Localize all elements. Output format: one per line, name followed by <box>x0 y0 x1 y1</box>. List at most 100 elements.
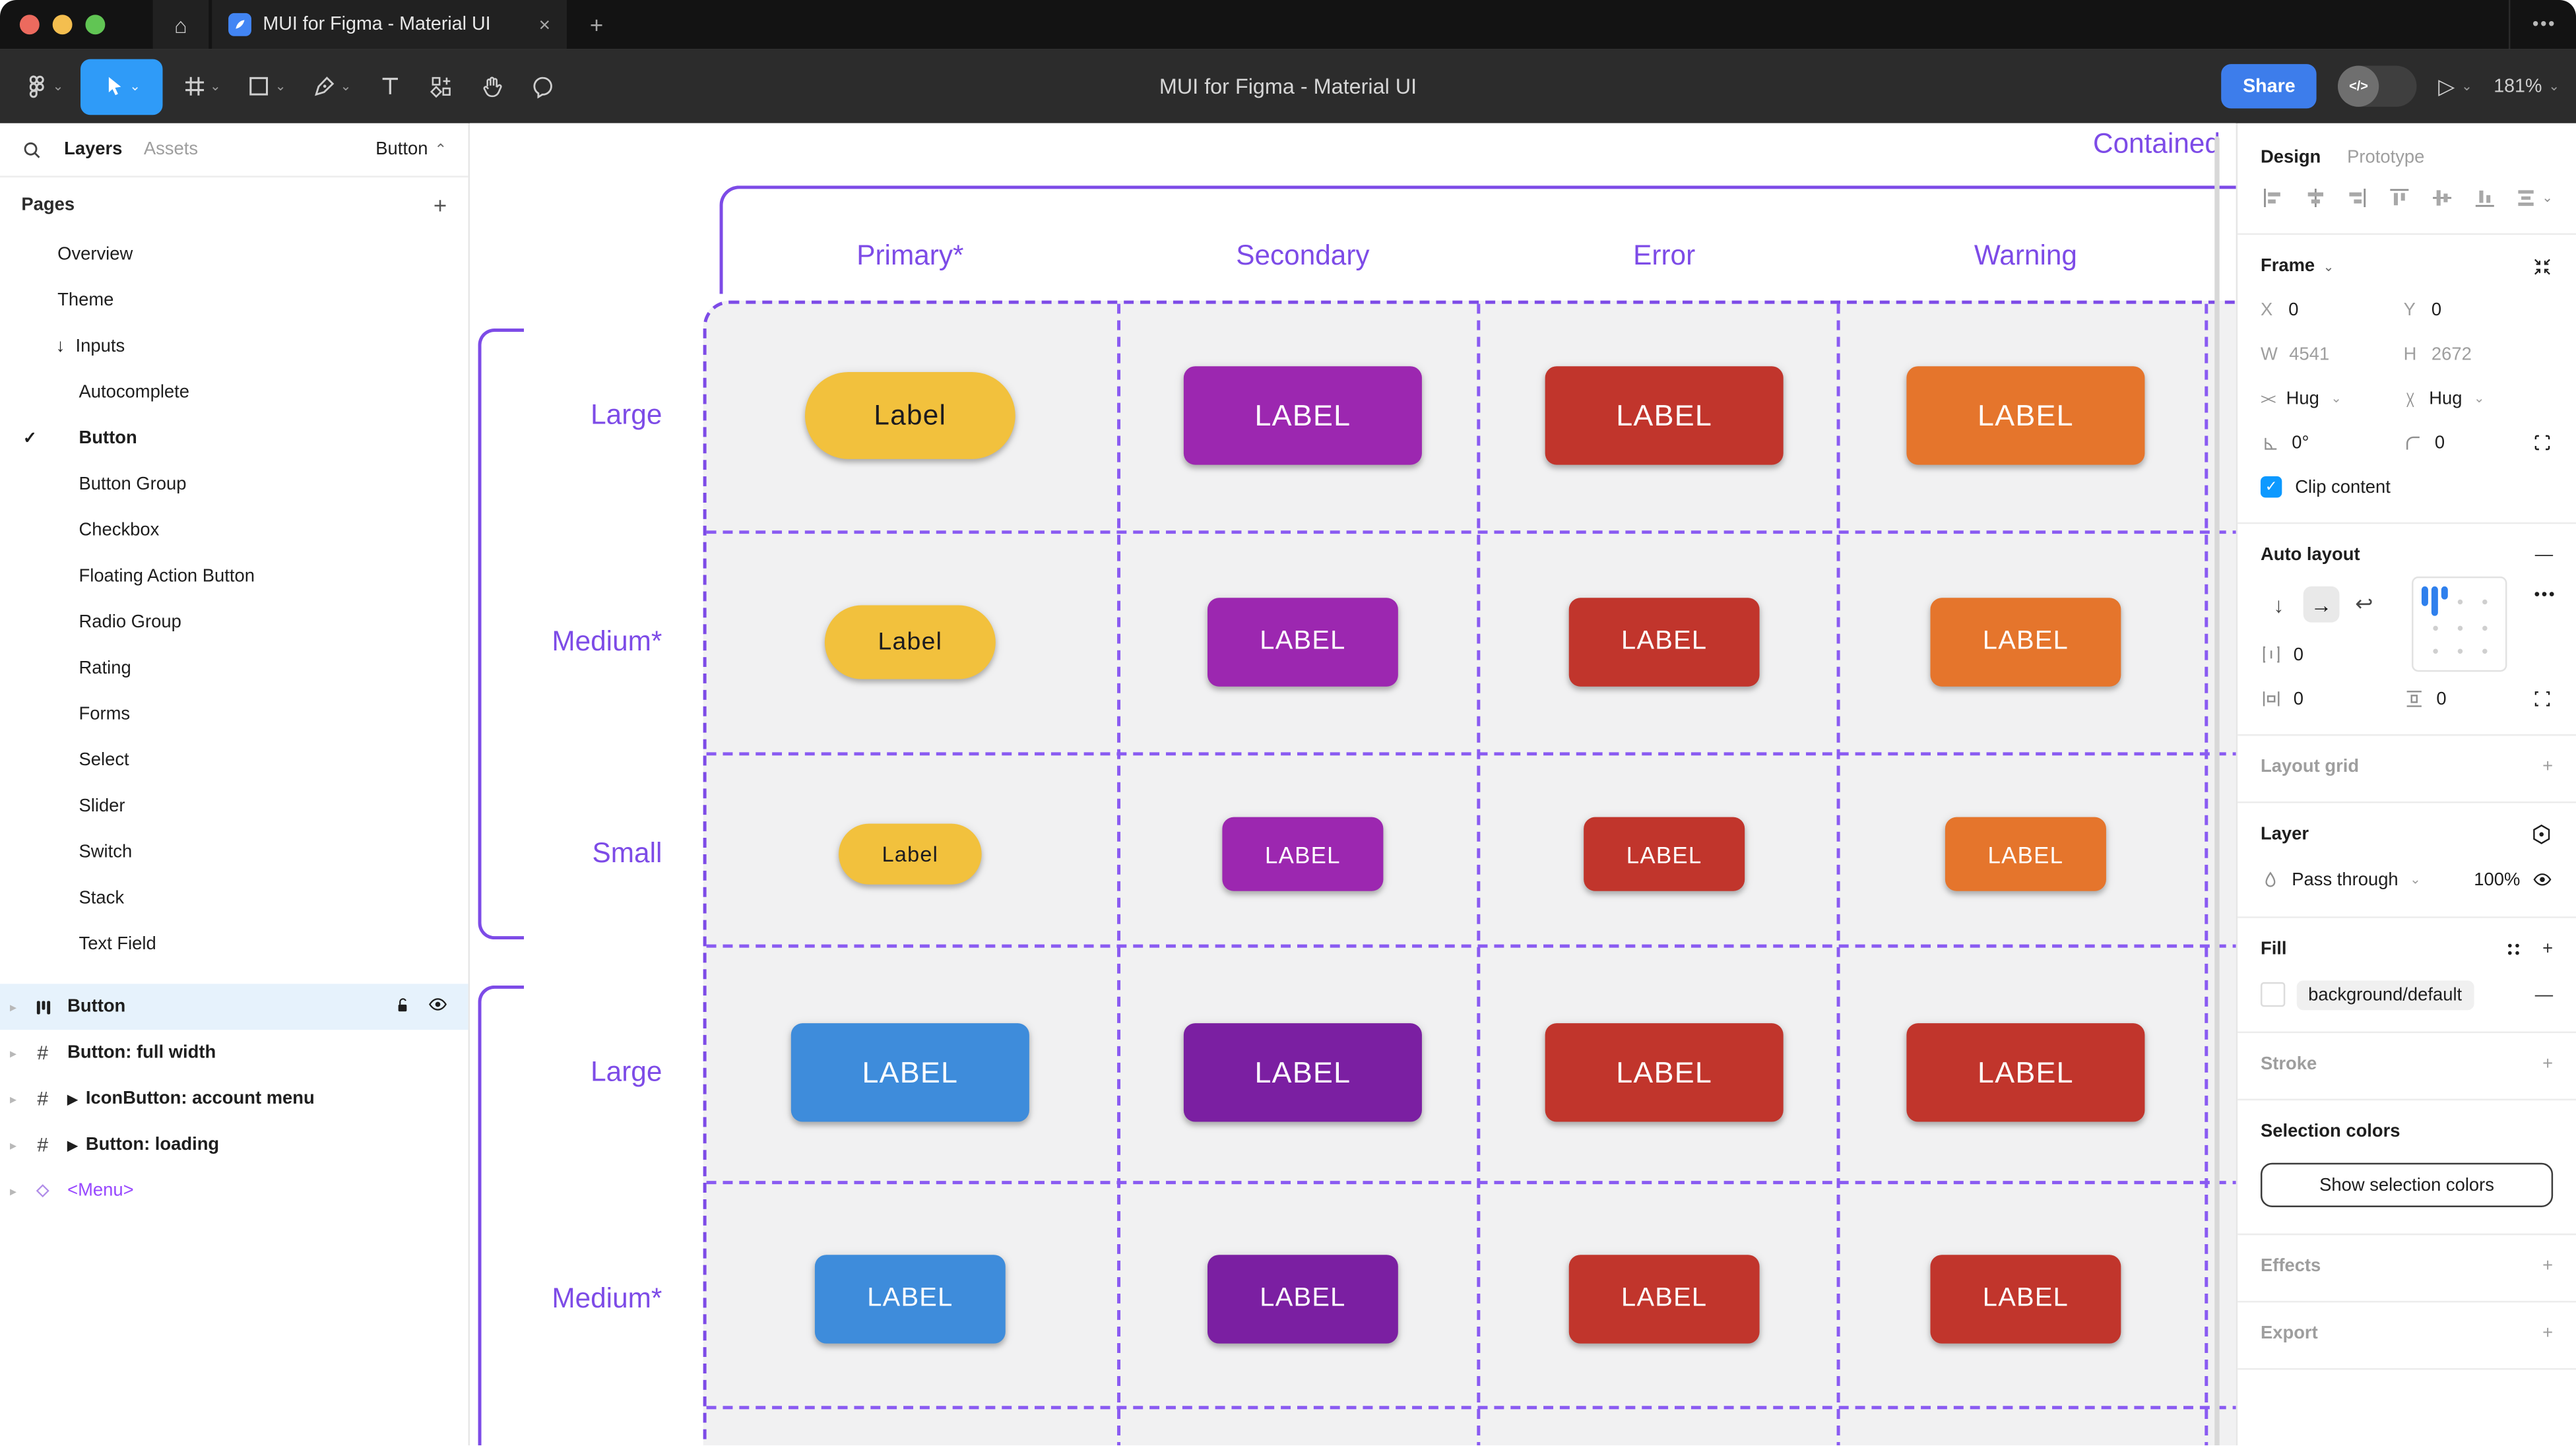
add-effect-button[interactable]: + <box>2542 1256 2554 1276</box>
align-horizontal-center-icon[interactable] <box>2303 185 2327 210</box>
vertical-sizing[interactable]: Hug <box>2429 388 2463 408</box>
button-error-medium-alt[interactable]: LABEL <box>1568 1255 1760 1344</box>
button-secondary-small[interactable]: LABEL <box>1222 817 1384 891</box>
new-tab-button[interactable]: + <box>589 11 604 38</box>
unlock-icon[interactable] <box>393 995 412 1019</box>
direction-right-button[interactable]: → <box>2303 586 2340 623</box>
page-item-select[interactable]: Select <box>79 750 129 770</box>
page-item-switch[interactable]: Switch <box>79 842 133 863</box>
align-bottom-icon[interactable] <box>2472 185 2496 210</box>
home-tab[interactable]: ⌂ <box>152 0 209 49</box>
h-value[interactable]: 2672 <box>2431 344 2472 364</box>
button-error-large[interactable]: LABEL <box>1545 366 1784 465</box>
button-primary-large[interactable]: Label <box>805 371 1015 459</box>
button-warning-large[interactable]: LABEL <box>1906 366 2145 465</box>
page-item-slider[interactable]: Slider <box>79 796 125 817</box>
button-warning-small[interactable]: LABEL <box>1945 817 2106 891</box>
button-primary-small[interactable]: Label <box>839 823 982 885</box>
chevron-right-icon[interactable]: ▸ <box>9 1137 16 1152</box>
tab-assets[interactable]: Assets <box>143 139 199 160</box>
layer-row-button-loading[interactable]: ▸ # ▶Button: loading <box>0 1122 468 1168</box>
button-warning-medium-alt[interactable]: LABEL <box>1930 1255 2121 1344</box>
frame-header[interactable]: Frame <box>2260 256 2315 276</box>
text-tool-button[interactable] <box>371 58 408 114</box>
corner-radius-value[interactable]: 0 <box>2434 433 2445 453</box>
blend-mode-value[interactable]: Pass through <box>2292 869 2399 890</box>
direction-down-button[interactable]: ↓ <box>2273 592 2284 617</box>
pen-tool-button[interactable]: ⌄ <box>306 58 358 114</box>
search-icon[interactable] <box>21 139 42 160</box>
button-error-large-alt[interactable]: LABEL <box>1545 1023 1784 1122</box>
share-button[interactable]: Share <box>2221 64 2317 109</box>
actions-tool-button[interactable] <box>422 58 459 114</box>
horizontal-padding-value[interactable]: 0 <box>2293 689 2304 709</box>
zoom-menu[interactable]: 181% ⌄ <box>2494 77 2560 96</box>
comment-tool-button[interactable] <box>524 58 562 114</box>
layer-row-iconbutton-account-menu[interactable]: ▸ # ▶IconButton: account menu <box>0 1076 468 1122</box>
auto-layout-alignment-widget[interactable] <box>2412 576 2507 672</box>
close-tab-icon[interactable]: × <box>538 13 551 36</box>
fill-token-chip[interactable]: background/default <box>2296 980 2474 1009</box>
page-item-autocomplete[interactable]: Autocomplete <box>79 383 189 403</box>
page-item-theme[interactable]: Theme <box>57 290 114 311</box>
page-item-text-field[interactable]: Text Field <box>79 934 156 955</box>
canvas-scrollbar[interactable] <box>2214 136 2220 1446</box>
page-item-inputs[interactable]: ↓ Inputs <box>55 336 125 357</box>
show-selection-colors-button[interactable]: Show selection colors <box>2260 1162 2554 1208</box>
button-warning-large-alt[interactable]: LABEL <box>1906 1023 2145 1122</box>
opacity-value[interactable]: 100% <box>2474 869 2521 890</box>
browser-overflow-icon[interactable]: ••• <box>2532 15 2557 35</box>
frame-tool-button[interactable]: ⌄ <box>176 58 228 114</box>
gap-value[interactable]: 0 <box>2293 644 2304 665</box>
y-value[interactable]: 0 <box>2431 299 2442 320</box>
present-button[interactable]: ▷ ⌄ <box>2438 73 2472 100</box>
main-menu-button[interactable]: ⌄ <box>16 58 70 114</box>
align-left-icon[interactable] <box>2261 185 2285 210</box>
close-window-button[interactable] <box>19 15 40 35</box>
rotation-value[interactable]: 0° <box>2292 433 2309 453</box>
button-secondary-medium-alt[interactable]: LABEL <box>1208 1255 1398 1344</box>
page-item-checkbox[interactable]: Checkbox <box>79 520 160 541</box>
styles-icon[interactable] <box>2503 939 2523 959</box>
layer-visibility-eye-icon[interactable] <box>2532 869 2553 890</box>
document-title[interactable]: MUI for Figma - Material UI <box>1159 74 1417 99</box>
distribute-icon[interactable]: ⌄ <box>2514 185 2553 210</box>
move-tool-button[interactable]: ⌄ <box>80 58 162 115</box>
page-item-forms[interactable]: Forms <box>79 705 131 725</box>
page-item-overview[interactable]: Overview <box>57 244 133 265</box>
add-fill-button[interactable]: + <box>2542 939 2554 960</box>
tab-prototype[interactable]: Prototype <box>2347 148 2425 168</box>
auto-layout-more-icon[interactable]: ••• <box>2534 586 2557 605</box>
hand-tool-button[interactable] <box>473 58 511 114</box>
chevron-right-icon[interactable]: ▸ <box>9 999 16 1015</box>
tab-layers[interactable]: Layers <box>64 139 123 160</box>
button-error-small[interactable]: LABEL <box>1584 817 1745 891</box>
button-warning-medium[interactable]: LABEL <box>1930 598 2121 687</box>
tab-design[interactable]: Design <box>2260 148 2321 168</box>
button-secondary-large[interactable]: LABEL <box>1183 366 1422 465</box>
page-item-stack[interactable]: Stack <box>79 888 125 908</box>
layer-row-button-full-width[interactable]: ▸ # Button: full width <box>0 1030 468 1076</box>
button-secondary-large-alt[interactable]: LABEL <box>1183 1023 1422 1122</box>
button-error-medium[interactable]: LABEL <box>1568 598 1760 687</box>
shape-tool-button[interactable]: ⌄ <box>241 58 293 114</box>
browser-tab[interactable]: MUI for Figma - Material UI × <box>212 0 567 49</box>
button-primary-medium-alt[interactable]: LABEL <box>814 1255 1006 1344</box>
chevron-right-icon[interactable]: ▸ <box>9 1091 16 1106</box>
remove-fill-button[interactable]: — <box>2534 984 2554 1005</box>
button-primary-medium[interactable]: Label <box>824 605 996 679</box>
chevron-right-icon[interactable]: ▸ <box>9 1045 16 1061</box>
vertical-padding-value[interactable]: 0 <box>2436 689 2447 709</box>
horizontal-sizing[interactable]: Hug <box>2286 388 2319 408</box>
page-item-button[interactable]: ✓ Button <box>22 428 137 449</box>
individual-padding-icon[interactable] <box>2532 688 2553 709</box>
remove-auto-layout-button[interactable]: — <box>2534 545 2554 565</box>
w-value[interactable]: 4541 <box>2289 344 2330 364</box>
button-primary-large-alt[interactable]: LABEL <box>790 1023 1029 1122</box>
collapse-corners-icon[interactable] <box>2532 255 2553 276</box>
canvas[interactable]: Contained Primary* Secondary Error Warni… <box>470 123 2236 1446</box>
align-right-icon[interactable] <box>2345 185 2369 210</box>
layer-row-menu-instance[interactable]: ▸ <Menu> <box>0 1168 468 1214</box>
clip-content-checkbox[interactable]: ✓ <box>2260 476 2282 498</box>
minimize-window-button[interactable] <box>52 15 73 35</box>
